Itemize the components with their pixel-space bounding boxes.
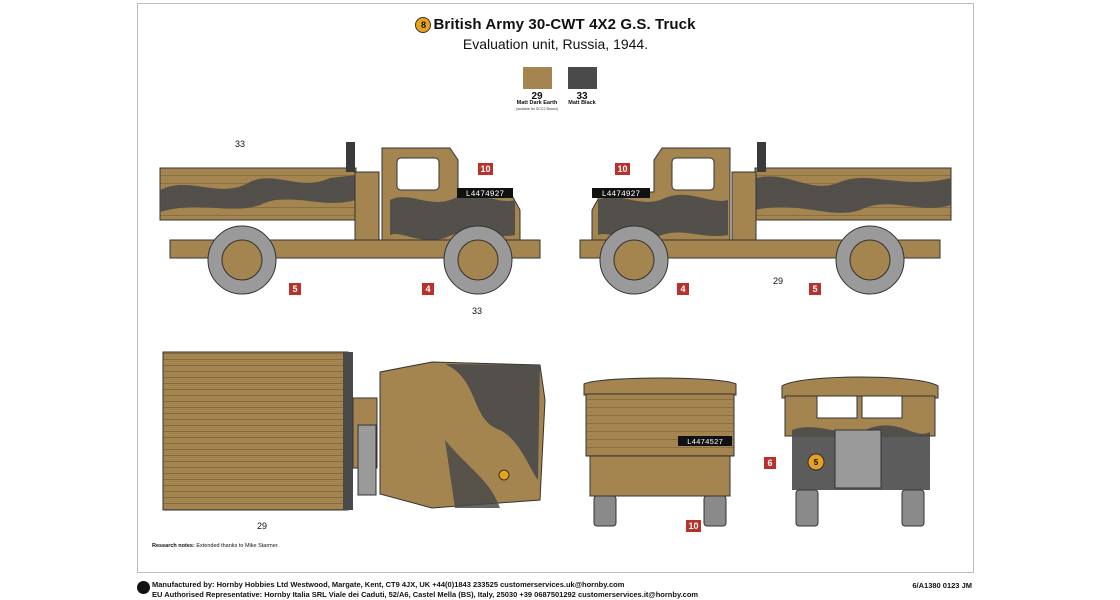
callout-top-view: 29: [256, 521, 267, 531]
research-note-label: Research notes:: [152, 543, 195, 549]
paint-code: 33: [576, 91, 588, 102]
svg-text:5: 5: [814, 458, 819, 467]
research-note-text: Extended thanks to Mike Starmer.: [196, 543, 279, 549]
paint-name: Matt Dark Earth: [516, 100, 558, 106]
paint-code: 29: [531, 91, 543, 102]
callout-left-top: 33: [234, 139, 245, 149]
research-note: Research notes: Extended thanks to Mike …: [152, 543, 279, 549]
footer-manufacturer: Manufactured by: Hornby Hobbies Ltd West…: [152, 580, 625, 589]
front-view: 5: [781, 376, 939, 527]
decal-tag: 10: [686, 520, 701, 532]
decal-tag: 4: [422, 283, 434, 295]
page-subtitle: Evaluation unit, Russia, 1944.: [462, 36, 649, 52]
decal-tag: 5: [289, 283, 301, 295]
page-title: British Army 30-CWT 4X2 G.S. Truck: [433, 16, 696, 33]
callout-right-bottom: 29: [772, 276, 783, 286]
paint-swatch-black: [568, 67, 597, 89]
registration-plate: L4474927: [602, 190, 641, 199]
decal-tag: 10: [478, 163, 493, 175]
decal-tag: 10: [615, 163, 630, 175]
top-view: [162, 351, 546, 511]
paint-note: (suitable for SCC2 Brown): [516, 107, 558, 111]
paint-name: Matt Black: [568, 100, 596, 106]
decal-tag: 4: [677, 283, 689, 295]
scheme-badge: 8: [415, 17, 432, 33]
footer-eu-rep: EU Authorised Representative: Hornby Ita…: [152, 590, 699, 599]
side-view-right: L4474927: [579, 142, 952, 295]
decal-tag: 5: [809, 283, 821, 295]
callout-left-bottom: 33: [471, 306, 482, 316]
decal-tag: 6: [764, 457, 776, 469]
registration-plate: L4474927: [466, 190, 505, 199]
side-view-left: L4474927: [159, 142, 541, 295]
rear-view: L4474527: [583, 377, 737, 527]
manufacturer-logo-icon: [137, 581, 150, 594]
rear-registration-plate: L4474527: [687, 439, 723, 447]
paint-swatch-dark-earth: [523, 67, 552, 89]
sheet-code: 6/A1380 0123 JM: [912, 581, 972, 590]
